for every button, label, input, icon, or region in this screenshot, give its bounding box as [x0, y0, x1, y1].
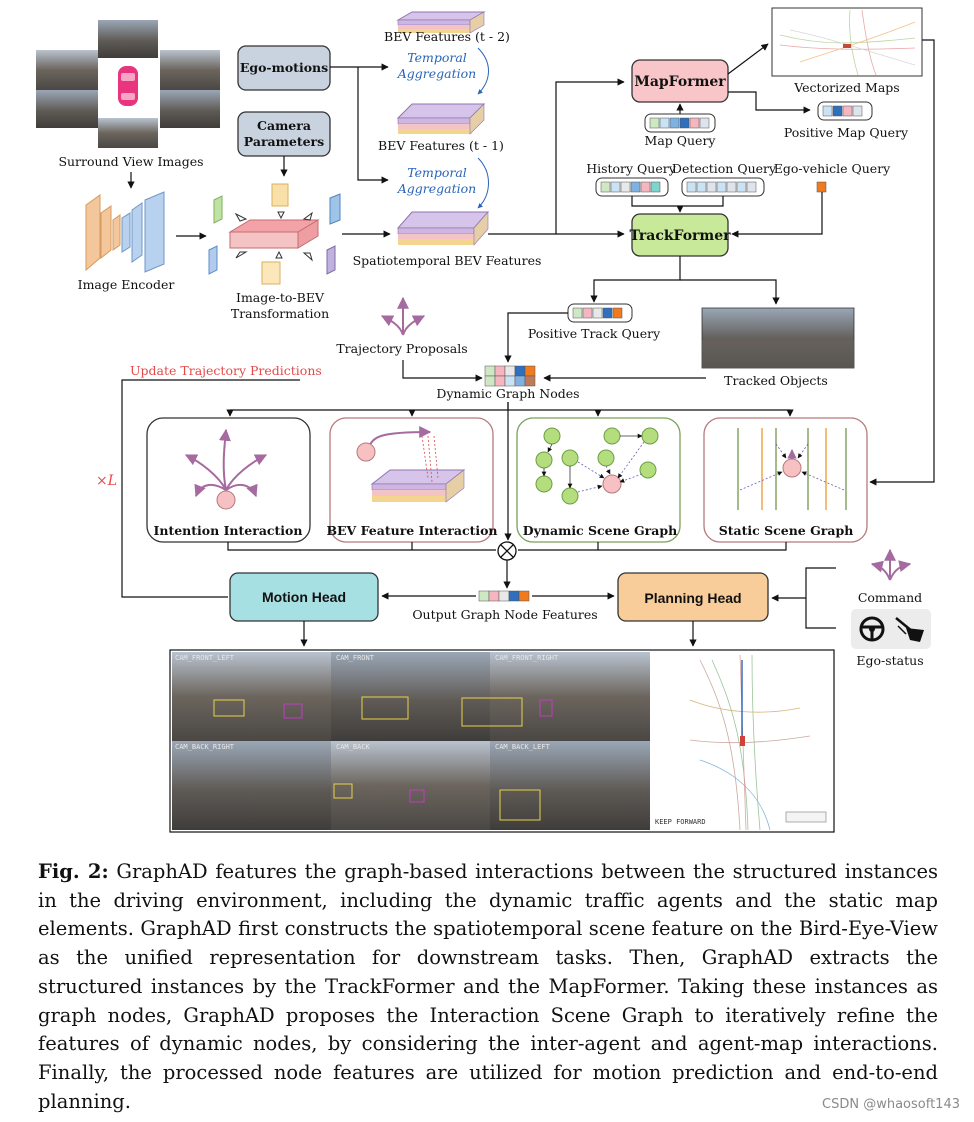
- output-cam-front-left: [172, 652, 331, 741]
- temporal-aggregation-1a: Temporal: [407, 50, 467, 65]
- camera-image-front-right: [160, 50, 220, 90]
- vectorized-maps-image: [771, 7, 923, 77]
- cam-label-front-left: CAM_FRONT_LEFT: [175, 654, 235, 662]
- positive-track-query-tokens: [567, 303, 633, 323]
- cam-label-back-right: CAM_BACK_RIGHT: [175, 743, 235, 751]
- trajectory-proposals-icon: [380, 296, 426, 336]
- module-label-static: Static Scene Graph: [719, 523, 854, 538]
- caption-text: GraphAD features the graph-based interac…: [38, 860, 938, 1113]
- output-cam-front-right: [490, 652, 650, 741]
- surround-view-images: [36, 20, 220, 148]
- cam-label-front: CAM_FRONT: [336, 654, 375, 662]
- camera-image-back: [98, 118, 158, 148]
- output-graph-features-label: Output Graph Node Features: [412, 607, 597, 622]
- temporal-aggregation-2b: Aggregation: [397, 181, 476, 196]
- spatiotemporal-bev-stack: [396, 211, 490, 246]
- camera-image-front: [98, 20, 158, 58]
- accelerator-pedal-icon: [895, 617, 924, 642]
- output-cam-front: [331, 652, 490, 741]
- positive-map-query-label: Positive Map Query: [784, 125, 909, 140]
- detection-query-label: Detection Query: [672, 161, 777, 176]
- camera-image-front-left: [36, 50, 98, 90]
- keep-forward-label: KEEP FORWARD: [655, 818, 706, 826]
- output-bev-plan: [689, 654, 827, 831]
- map-query-tokens: [644, 113, 716, 133]
- surround-view-label: Surround View Images: [58, 154, 203, 169]
- positive-map-query-tokens: [817, 101, 873, 121]
- ego-status-panel: [851, 609, 931, 649]
- image-encoder-icon: [85, 191, 165, 273]
- agent-node-icon: [216, 490, 236, 510]
- watermark: CSDN @whaosoft143: [822, 1097, 960, 1112]
- mapformer-box: [631, 59, 729, 103]
- map-query-label: Map Query: [645, 133, 717, 148]
- output-camera-grid: CAM_FRONT_LEFT CAM_FRONT CAM_FRONT_RIGHT…: [172, 652, 650, 830]
- cam-label-back: CAM_BACK: [336, 743, 371, 751]
- history-query-tokens: [595, 177, 669, 197]
- times-l-label: ×L: [96, 473, 117, 489]
- ego-vehicle-query-token: [816, 181, 827, 193]
- bev-features-t2-stack: [396, 11, 486, 34]
- module-label-dynamic: Dynamic Scene Graph: [523, 523, 677, 538]
- output-cam-back-right: [172, 741, 331, 830]
- bev-t2-label: BEV Features (t - 2): [384, 29, 510, 44]
- cam-label-front-right: CAM_FRONT_RIGHT: [495, 654, 559, 662]
- steering-wheel-icon: [859, 616, 885, 642]
- vectorized-map-lines: [779, 9, 916, 76]
- static-graph-icon: [737, 428, 847, 510]
- dynamic-graph-nodes-tokens: [484, 365, 536, 387]
- camera-parameters-label-2: Parameters: [244, 134, 324, 149]
- intention-arrows-icon: [184, 428, 268, 498]
- trackformer-label: TrackFormer: [629, 228, 731, 244]
- bev-interaction-icon: [356, 426, 466, 503]
- detection-query-tokens: [681, 177, 765, 197]
- ego-status-label: Ego-status: [856, 653, 923, 668]
- ego-motions-label: Ego-motions: [240, 60, 328, 75]
- planning-head-label: Planning Head: [644, 590, 741, 606]
- ego-motions-box: [237, 45, 331, 91]
- command-label: Command: [858, 590, 922, 605]
- graphad-architecture-diagram: Surround View Images Image Encoder Ego-m…: [36, 7, 935, 833]
- module-label-intention: Intention Interaction: [154, 523, 303, 538]
- image-to-bev-icon: [208, 183, 341, 285]
- image-to-bev-label-1: Image-to-BEV: [236, 290, 325, 305]
- caption-label: Fig. 2:: [38, 860, 109, 883]
- temporal-aggregation-1b: Aggregation: [397, 66, 476, 81]
- bev-t1-label: BEV Features (t - 1): [378, 138, 504, 153]
- command-arrows-icon: [870, 548, 912, 581]
- image-encoder-label: Image Encoder: [78, 277, 175, 292]
- cam-label-back-left: CAM_BACK_LEFT: [495, 743, 551, 751]
- output-graph-node-tokens: [478, 590, 530, 602]
- camera-image-back-right: [160, 90, 220, 128]
- ego-car-icon: [118, 66, 138, 106]
- dynamic-graph-nodes-label: Dynamic Graph Nodes: [436, 386, 579, 401]
- mapformer-label: MapFormer: [634, 74, 726, 90]
- dynamic-graph-icon: [535, 427, 659, 505]
- positive-track-query-label: Positive Track Query: [528, 326, 661, 341]
- update-trajectory-label: Update Trajectory Predictions: [130, 363, 322, 378]
- history-query-label: History Query: [586, 161, 677, 176]
- bev-features-t1-stack: [396, 103, 486, 135]
- trajectory-proposals-label: Trajectory Proposals: [336, 341, 467, 356]
- motion-head-label: Motion Head: [262, 589, 346, 605]
- module-label-bev: BEV Feature Interaction: [326, 523, 497, 538]
- ego-vehicle-query-label: Ego-vehicle Query: [774, 161, 891, 176]
- tracked-objects-label: Tracked Objects: [724, 373, 828, 388]
- output-cam-back: [331, 741, 490, 830]
- aggregation-otimes-icon: [497, 541, 517, 561]
- vectorized-maps-label: Vectorized Maps: [793, 80, 899, 95]
- figure-caption: Fig. 2: GraphAD features the graph-based…: [38, 858, 938, 1116]
- output-cam-back-left: [490, 741, 650, 830]
- image-to-bev-label-2: Transformation: [231, 306, 329, 321]
- spatiotemporal-bev-label: Spatiotemporal BEV Features: [353, 253, 542, 268]
- camera-image-back-left: [36, 90, 98, 128]
- camera-parameters-label-1: Camera: [257, 118, 311, 133]
- temporal-aggregation-2a: Temporal: [407, 165, 467, 180]
